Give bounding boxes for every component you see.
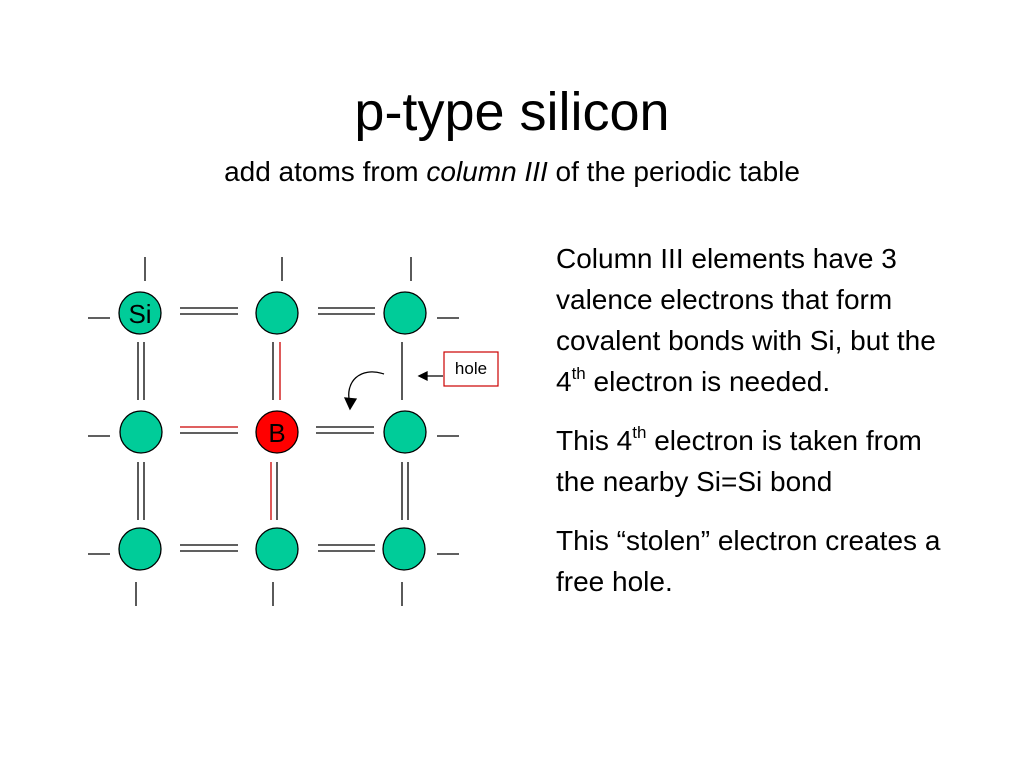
paragraph-1: Column III elements have 3 valence elect… — [556, 238, 956, 402]
subtitle-prefix: add atoms from — [224, 156, 427, 187]
bond-r1-c1-c2 — [180, 307, 238, 315]
bond-r2-c2-c3 — [316, 426, 374, 434]
hole-label-box — [443, 351, 499, 387]
hole-label: hole — [455, 359, 487, 378]
bond-r1-c2-c3 — [318, 307, 375, 315]
paragraph-3: This “stolen” electron creates a free ho… — [556, 525, 941, 597]
si-atom-r2c3 — [383, 410, 427, 454]
si-atom-r3c3 — [382, 527, 426, 571]
explanation-text: Column III elements have 3 valence elect… — [556, 238, 956, 620]
slide-title: p-type silicon — [354, 82, 670, 142]
paragraph-2-text: This 4 — [556, 425, 633, 456]
subtitle-emphasis: column III — [426, 156, 548, 187]
si-atom-r1c3 — [383, 291, 427, 335]
bond-r3-c1-c2 — [180, 544, 238, 552]
paragraph-1-text-end: electron is needed. — [585, 366, 831, 397]
si-atom-r1c2 — [255, 291, 299, 335]
hole-pointer-arrow — [417, 370, 443, 382]
lattice-atoms — [118, 291, 427, 571]
paragraph-2-text-end: electron is taken from the nearby Si=Si … — [556, 425, 922, 497]
bond-r3-c2-c3 — [318, 544, 375, 552]
lattice-bonds — [88, 257, 459, 606]
subtitle-suffix: of the periodic table — [547, 156, 800, 187]
dopant-bonds — [180, 342, 281, 520]
si-atom-r3c2 — [255, 527, 299, 571]
dopant-atom-label: B — [268, 418, 285, 448]
si-atom-r2c1 — [119, 410, 163, 454]
si-atom-r3c1 — [118, 527, 162, 571]
slide-subtitle: add atoms from column III of the periodi… — [0, 154, 1024, 190]
bond-b-down — [270, 462, 278, 520]
bond-b-up — [272, 342, 281, 400]
bond-c1-r1-r2 — [137, 342, 145, 400]
paragraph-2: This 4th electron is taken from the near… — [556, 420, 956, 502]
si-atom-label: Si — [128, 299, 151, 329]
paragraph-1-superscript: th — [571, 364, 586, 383]
dopant-atom-b — [255, 410, 299, 454]
si-atom-r1c1 — [118, 291, 162, 335]
curved-arrow — [343, 371, 385, 411]
paragraph-2-superscript: th — [632, 423, 647, 442]
paragraph-1-text: Column III elements have 3 valence elect… — [556, 243, 936, 397]
bond-b-left — [180, 426, 238, 434]
bond-c3-r2-r3 — [401, 462, 409, 520]
bond-c1-r2-r3 — [137, 462, 145, 520]
